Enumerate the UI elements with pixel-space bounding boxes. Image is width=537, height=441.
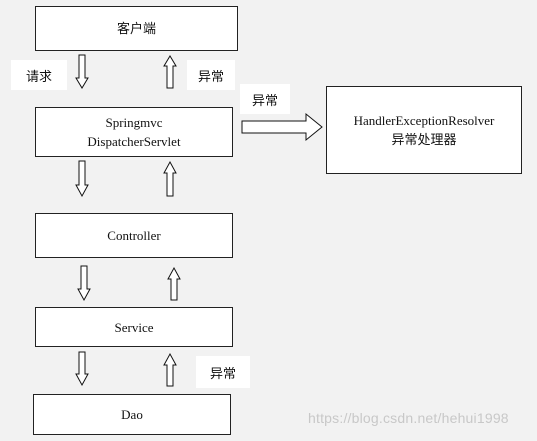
arrow-up-service-controller: [167, 266, 181, 301]
arrow-down-client-dispatcher: [75, 54, 89, 89]
service-box: Service: [35, 307, 233, 347]
client-label: 客户端: [116, 21, 156, 36]
service-label: Service: [114, 319, 154, 335]
arrow-right-dispatcher-resolver: [241, 112, 323, 142]
arrow-up-dao-service: [163, 352, 177, 387]
dao-label: Dao: [121, 407, 143, 422]
exception-label-client: 异常: [187, 60, 235, 90]
client-box: 客户端: [35, 6, 238, 51]
dispatcher-servlet-box: Springmvc DispatcherServlet: [35, 107, 233, 157]
arrow-down-service-dao: [75, 351, 89, 387]
controller-box: Controller: [35, 213, 233, 258]
arrow-up-controller-dispatcher: [163, 160, 177, 197]
resolver-label-line1: HandlerExceptionResolver: [353, 113, 495, 128]
exception-resolver-box: HandlerExceptionResolver 异常处理器: [326, 86, 522, 174]
dao-box: Dao: [33, 394, 231, 435]
arrow-down-dispatcher-controller: [75, 160, 89, 198]
dispatcher-label-line2: DispatcherServlet: [87, 134, 181, 149]
dispatcher-label-line1: Springmvc: [105, 115, 163, 130]
controller-label: Controller: [107, 228, 161, 243]
request-label: 请求: [11, 60, 67, 90]
exception-label-resolver: 异常: [240, 84, 290, 114]
arrow-down-controller-service: [77, 265, 91, 302]
exception-label-dao: 异常: [196, 356, 250, 388]
watermark: https://blog.csdn.net/hehui1998: [308, 410, 509, 426]
arrow-up-dispatcher-client: [163, 55, 177, 89]
resolver-label-line2: 异常处理器: [391, 132, 457, 147]
